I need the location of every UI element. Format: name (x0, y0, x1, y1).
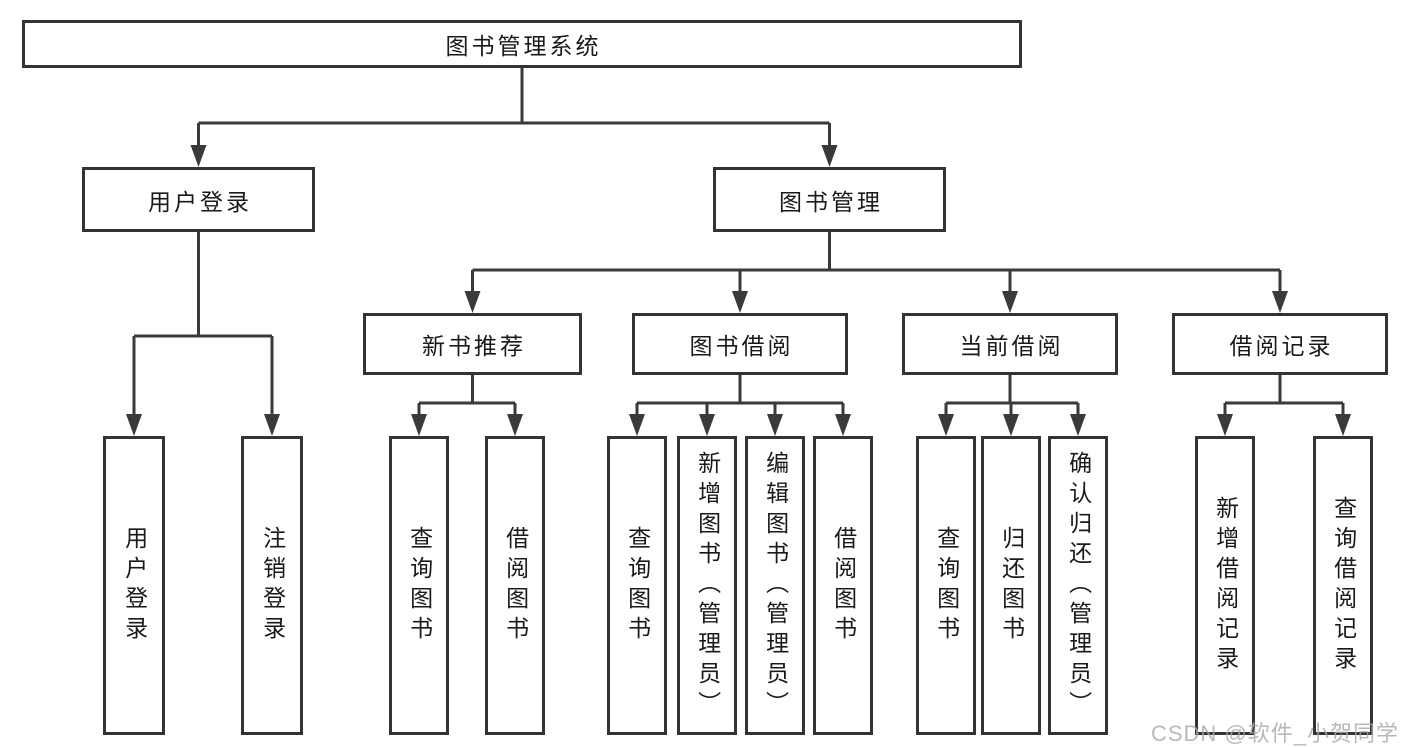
leaf-logout: 注销登录 (241, 436, 303, 735)
leaf-add-borrow-record: 新增借阅记录 (1195, 436, 1255, 735)
node-book-borrow: 图书借阅 (632, 313, 848, 375)
leaf-user-login: 用户登录 (103, 436, 165, 735)
leaf-query-borrow-record: 查询借阅记录 (1313, 436, 1373, 735)
leaf-confirm-return-admin: 确认归还（管理员） (1048, 436, 1108, 735)
leaf-add-book-admin: 新增图书（管理员） (677, 436, 737, 735)
leaf-query-books-borrow: 查询图书 (607, 436, 667, 735)
leaf-query-books-current: 查询图书 (916, 436, 976, 735)
leaf-edit-book-admin: 编辑图书（管理员） (745, 436, 805, 735)
leaf-query-books-recommend: 查询图书 (389, 436, 449, 735)
node-book-management: 图书管理 (713, 167, 946, 232)
leaf-borrow-books: 借阅图书 (813, 436, 873, 735)
node-user-login: 用户登录 (82, 167, 315, 232)
node-library-system: 图书管理系统 (22, 20, 1022, 68)
node-current-borrow: 当前借阅 (902, 313, 1118, 375)
arrowheads (126, 145, 1351, 436)
node-borrow-records: 借阅记录 (1172, 313, 1388, 375)
watermark: CSDN @软件_小贺同学 (1150, 721, 1399, 746)
node-new-book-recommend: 新书推荐 (363, 313, 582, 375)
leaf-return-books: 归还图书 (981, 436, 1041, 735)
leaf-borrow-books-recommend: 借阅图书 (485, 436, 545, 735)
connector-paths (132, 68, 1345, 418)
